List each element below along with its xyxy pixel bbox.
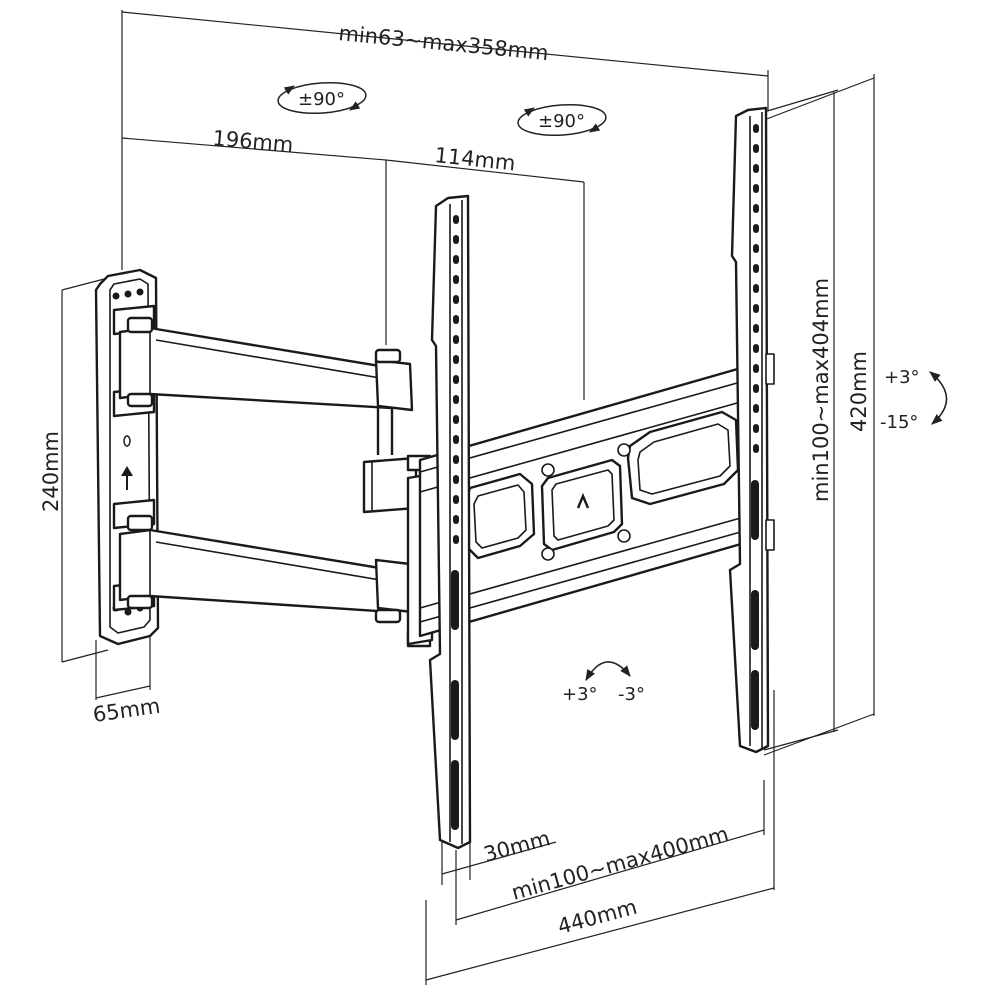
tilt-indicator: +3° -15° xyxy=(880,367,948,433)
arm-second-label: 114mm xyxy=(433,143,516,175)
right-vertical-rail xyxy=(728,106,775,754)
depth-range-label: min63~max358mm xyxy=(338,21,550,65)
swivel-wall-label: ±90° xyxy=(298,89,345,110)
dimension-lines xyxy=(61,10,875,985)
left-vertical-rail xyxy=(428,194,472,850)
vesa-vertical-label: min100~max404mm xyxy=(809,278,833,502)
right-rail-holes xyxy=(751,124,759,730)
rail-height-label: 420mm xyxy=(847,351,871,432)
swivel-arm-label: ±90° xyxy=(538,111,585,132)
lower-arm xyxy=(118,514,414,624)
rail-width-label: 30mm xyxy=(481,826,553,867)
level-indicator: +3° -3° xyxy=(562,661,645,705)
swivel-wall-indicator: ±90° xyxy=(277,81,367,115)
level-plus-label: +3° xyxy=(562,684,598,705)
tilt-down-label: -15° xyxy=(880,412,918,433)
level-minus-label: -3° xyxy=(618,684,645,705)
wall-plate-width-label: 65mm xyxy=(91,694,161,727)
total-width-label: 440mm xyxy=(555,895,639,939)
left-rail-holes xyxy=(451,215,459,830)
tilt-up-label: +3° xyxy=(884,367,920,388)
wall-plate-height-label: 240mm xyxy=(39,431,63,512)
arm-first-label: 196mm xyxy=(212,126,295,157)
chevron-up-icon xyxy=(576,492,590,509)
arrow-up-icon xyxy=(121,466,133,490)
upper-arm xyxy=(118,316,414,455)
cross-bar xyxy=(418,360,764,638)
swivel-arm-indicator: ±90° xyxy=(517,103,607,137)
